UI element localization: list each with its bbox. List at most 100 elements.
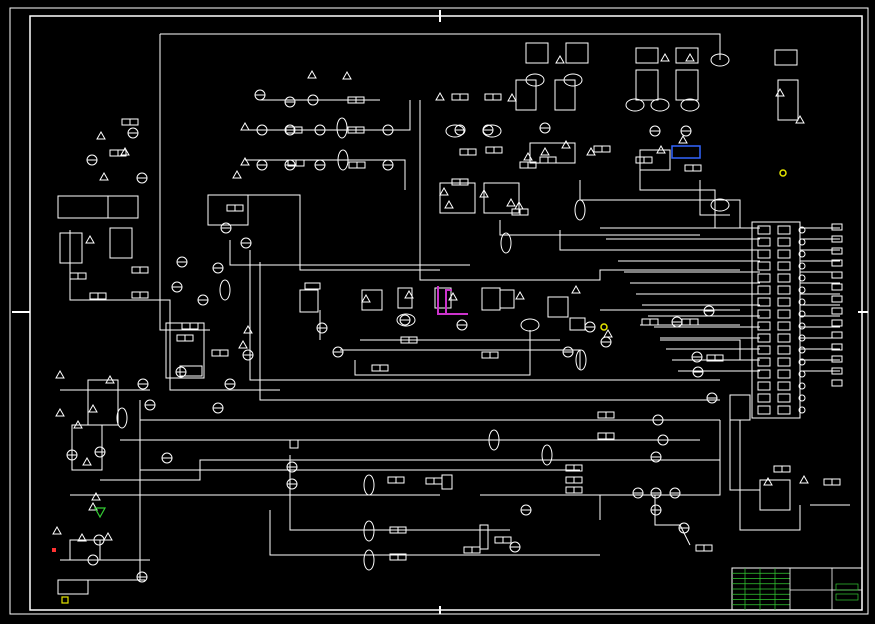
- manifold-valve: [757, 405, 771, 415]
- pump-icon: [382, 124, 394, 136]
- outlet-label-box: [831, 283, 843, 291]
- component-block: [397, 287, 413, 309]
- accumulator-icon: [396, 313, 416, 327]
- manifold-port: [798, 274, 806, 282]
- warning-triangle-icon: [799, 474, 809, 484]
- manifold-valve: [757, 261, 771, 271]
- valve-icon: [494, 536, 512, 544]
- component-block: [547, 296, 569, 318]
- valve-icon: [287, 159, 305, 167]
- pump-icon: [539, 122, 551, 134]
- manifold-valve: [777, 309, 791, 319]
- component-block: [439, 182, 476, 214]
- manifold-valve: [777, 369, 791, 379]
- pipe-branch-a: [229, 240, 470, 266]
- outlet-label-box: [831, 235, 843, 243]
- manifold-valve: [757, 249, 771, 259]
- component-block: [109, 227, 133, 259]
- manifold-valve: [777, 405, 791, 415]
- pump-icon: [650, 487, 662, 499]
- pump-icon: [256, 124, 268, 136]
- manifold-port: [798, 346, 806, 354]
- warning-triangle-icon: [507, 92, 517, 102]
- valve-icon: [593, 145, 611, 153]
- pump-icon: [650, 504, 662, 516]
- component-block: [57, 579, 89, 595]
- pump-icon: [144, 399, 156, 411]
- warning-triangle-icon: [55, 369, 65, 379]
- filter-icon: [337, 149, 349, 171]
- valve-icon: [371, 364, 389, 372]
- valve-icon: [459, 148, 477, 156]
- pipe-right-mid-3: [660, 339, 741, 360]
- component-block: [479, 524, 489, 550]
- component-block: [499, 289, 515, 309]
- component-block: [87, 379, 119, 426]
- manifold-port: [798, 286, 806, 294]
- pump-icon: [197, 294, 209, 306]
- pipe-mid-horizontal-2: [259, 262, 720, 401]
- valve-icon: [706, 354, 724, 362]
- valve-icon: [565, 486, 583, 494]
- valve-icon: [684, 164, 702, 172]
- pump-icon: [240, 237, 252, 249]
- accumulator-icon: [710, 53, 730, 67]
- filter-icon: [336, 117, 348, 139]
- outlet-label-box: [831, 367, 843, 375]
- pump-icon: [650, 451, 662, 463]
- warning-triangle-icon: [763, 476, 773, 486]
- valve-icon: [773, 465, 791, 473]
- pipe-center-return: [419, 100, 740, 281]
- component-block: [107, 195, 139, 219]
- component-block: [434, 287, 452, 309]
- pipe-network: [60, 33, 850, 581]
- pump-icon: [256, 159, 268, 171]
- valve-icon: [69, 272, 87, 280]
- valve-icon: [597, 432, 615, 440]
- valve-icon: [131, 291, 149, 299]
- valve-icon: [121, 118, 139, 126]
- warning-triangle-icon: [52, 525, 62, 535]
- filter-icon: [575, 349, 587, 371]
- manifold-port: [798, 334, 806, 342]
- pump-icon: [254, 89, 266, 101]
- warning-triangle-icon: [120, 146, 130, 156]
- pump-icon: [94, 446, 106, 458]
- valve-icon: [400, 336, 418, 344]
- warning-triangle-icon: [55, 407, 65, 417]
- blue-component-highlight: [671, 145, 701, 159]
- valve-icon: [176, 334, 194, 342]
- pump-icon: [220, 222, 232, 234]
- manifold-valve: [757, 345, 771, 355]
- manifold-valve-stack: [757, 223, 843, 415]
- title-green-box-1: [835, 583, 859, 591]
- pump-icon: [562, 346, 574, 358]
- pump-icon: [669, 487, 681, 499]
- manifold-valve: [777, 261, 791, 271]
- pump-icon: [652, 414, 664, 426]
- pump-icon: [284, 96, 296, 108]
- title-block: [731, 567, 863, 611]
- warning-triangle-icon: [540, 146, 550, 156]
- warning-triangle-icon: [88, 501, 98, 511]
- component-block: [569, 317, 586, 331]
- manifold-valve: [757, 237, 771, 247]
- manifold-valve: [757, 381, 771, 391]
- manifold-port: [798, 298, 806, 306]
- pump-icon: [454, 124, 466, 136]
- component-block: [299, 289, 319, 313]
- manifold-valve: [757, 225, 771, 235]
- warning-triangle-icon: [91, 491, 101, 501]
- component-block: [289, 439, 299, 449]
- pump-icon: [212, 402, 224, 414]
- valve-icon: [485, 146, 503, 154]
- pipe-inner-loop-3: [354, 330, 531, 376]
- warning-triangle-icon: [82, 456, 92, 466]
- manifold-valve: [777, 249, 791, 259]
- pipe-feed-upper-2: [639, 170, 716, 228]
- component-block: [71, 424, 103, 471]
- accumulator-icon: [625, 98, 645, 112]
- component-block: [525, 42, 549, 64]
- component-block: [515, 79, 537, 111]
- pump-icon: [136, 172, 148, 184]
